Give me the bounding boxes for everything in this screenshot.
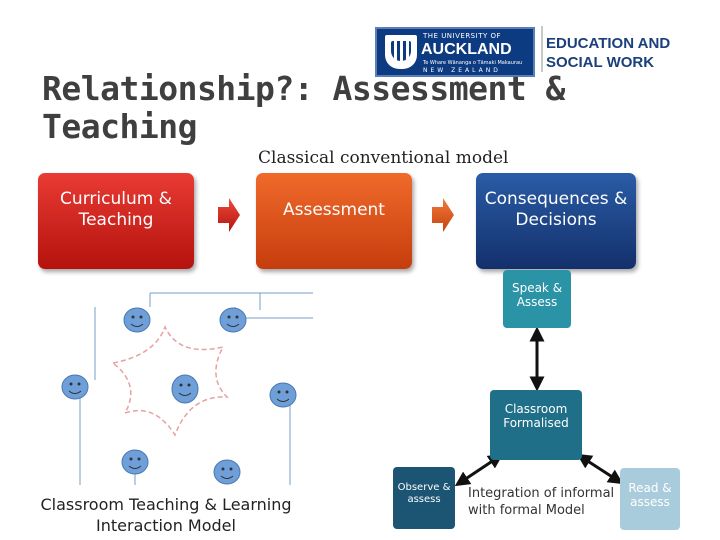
smiley-face-icon: [213, 459, 241, 485]
smiley-face-icon: [269, 382, 297, 408]
consequences-decisions-box: Consequences & Decisions: [476, 173, 636, 269]
slide-title: Relationship?: Assessment & Teaching: [42, 70, 602, 146]
faculty-name: EDUCATION AND SOCIAL WORK: [546, 34, 670, 72]
interaction-diagram: [61, 292, 313, 485]
university-logo-maori: Te Whare Wānanga o Tāmaki Makaurau: [423, 60, 523, 66]
smiley-face-icon: [171, 374, 199, 404]
university-logo-country: NEW ZEALAND: [423, 67, 501, 74]
slide-subtitle: Classical conventional model: [258, 148, 509, 168]
double-arrow-icon: [576, 453, 624, 485]
faculty-name-line2: SOCIAL WORK: [546, 54, 655, 71]
observe-assess-box: Observe & assess: [393, 467, 455, 529]
double-arrow-icon: [454, 453, 504, 487]
arrow-right-icon: [432, 198, 454, 232]
assessment-box: Assessment: [256, 173, 412, 269]
university-logo: THE UNIVERSITY OF AUCKLAND Te Whare Wāna…: [375, 27, 535, 77]
arrow-right-icon: [218, 198, 240, 232]
classroom-formalised-box: Classroom Formalised: [490, 390, 582, 460]
university-crest-icon: [385, 35, 417, 69]
smiley-face-icon: [219, 307, 247, 333]
university-logo-line1: THE UNIVERSITY OF: [423, 32, 502, 40]
smiley-face-icon: [61, 374, 89, 400]
star-shape: [111, 325, 229, 437]
university-logo-name: AUCKLAND: [421, 41, 512, 58]
integration-label: Integration of informal with formal Mode…: [468, 486, 615, 518]
smiley-face-icon: [123, 307, 151, 333]
read-assess-box: Read & assess: [620, 468, 680, 530]
faculty-name-line1: EDUCATION AND: [546, 35, 671, 52]
curriculum-teaching-box: Curriculum & Teaching: [38, 173, 194, 269]
speak-assess-box: Speak & Assess: [503, 270, 571, 328]
slide-title-line1: Relationship?: Assessment &: [42, 69, 565, 108]
interaction-model-caption: Classroom Teaching & Learning Interactio…: [40, 495, 292, 535]
smiley-face-icon: [121, 449, 149, 475]
logo-divider: [541, 26, 543, 72]
slide-title-line2: Teaching: [42, 107, 197, 146]
